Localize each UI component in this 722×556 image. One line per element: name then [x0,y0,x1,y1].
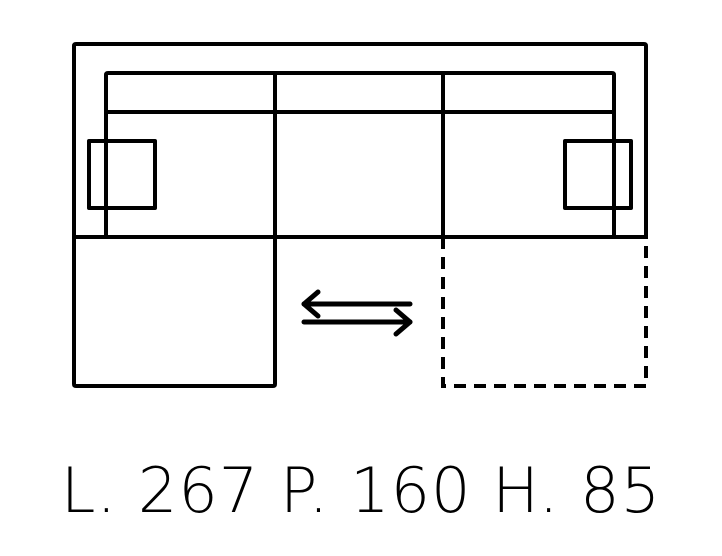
armrest-left [87,139,157,210]
dimensions-text: L. 267 P. 160 H. 85 [0,440,722,540]
swap-horizontal-arrows-icon [301,289,413,337]
chaise-left-solid [72,235,277,388]
armrest-right [563,139,633,210]
depth-value: 160 [350,453,472,527]
sofa-outer-frame [72,42,648,239]
height-label: H. [492,453,560,527]
depth-label: P. [279,453,330,527]
sofa-backrest [104,71,616,239]
chaise-right-dashed [441,237,648,388]
height-value: 85 [580,453,662,527]
length-value: 267 [137,453,260,527]
length-label: L. [60,453,118,527]
